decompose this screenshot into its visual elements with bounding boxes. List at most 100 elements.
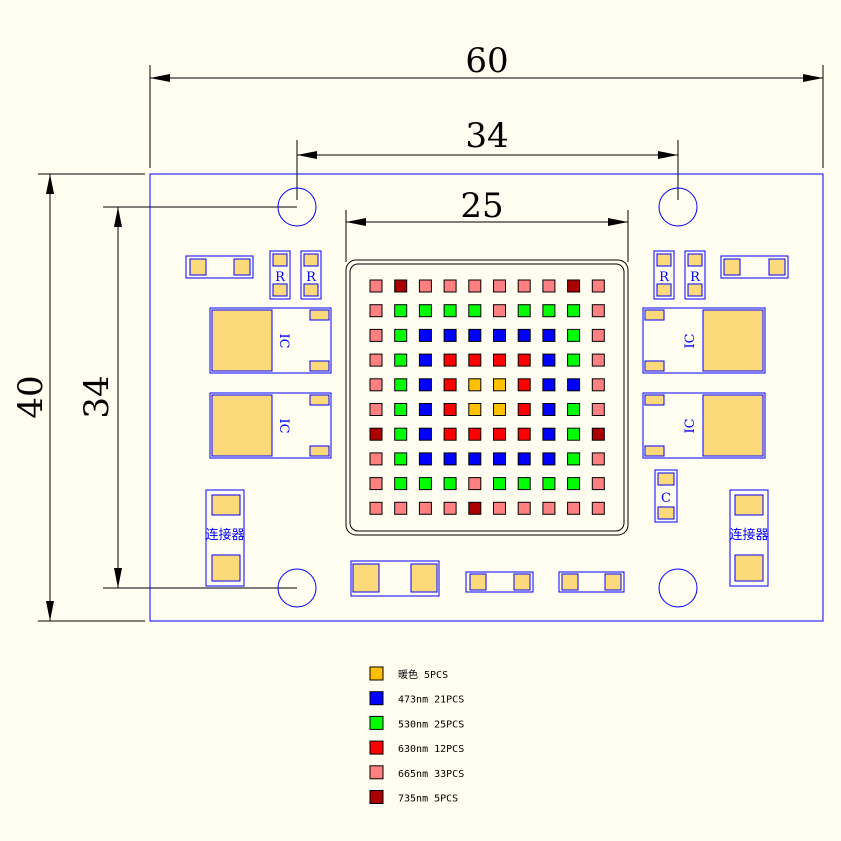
dimension-label: 60 (465, 41, 508, 81)
led (493, 477, 506, 491)
led (369, 279, 383, 293)
connector-label: 连接器 (729, 527, 768, 543)
board-outline (149, 173, 824, 622)
led (418, 427, 432, 441)
led (369, 328, 383, 342)
led (443, 501, 457, 515)
led (394, 501, 408, 515)
led (493, 353, 506, 367)
legend-swatch (369, 715, 384, 730)
led (394, 477, 408, 491)
led (542, 477, 556, 491)
dimension-label: 34 (465, 116, 508, 156)
led (591, 452, 605, 466)
led (468, 279, 482, 293)
resistor-3: R (653, 250, 675, 300)
led (468, 501, 482, 515)
led (542, 304, 556, 318)
led (369, 403, 383, 416)
pad-part-top-right (720, 255, 789, 279)
led (591, 353, 605, 367)
led (418, 403, 432, 416)
led (591, 427, 605, 441)
led (542, 328, 556, 342)
capacitor: C (654, 469, 678, 523)
led (468, 477, 482, 491)
led (493, 328, 506, 342)
ic-label: IC (683, 418, 698, 433)
led (394, 427, 408, 441)
led (418, 452, 432, 466)
resistor-1: R (269, 250, 291, 300)
led (418, 304, 432, 318)
ic-3: IC (642, 307, 766, 374)
led (369, 304, 383, 318)
resistor-2: R (300, 250, 322, 300)
led-frame (345, 259, 629, 536)
led-frame-inner (349, 263, 625, 532)
connector-right: 连接器 (729, 489, 769, 587)
led (591, 403, 605, 416)
dimension-overall-width: 60 (149, 41, 824, 168)
led (567, 328, 581, 342)
legend-swatch (369, 666, 384, 681)
led (443, 353, 457, 367)
led (418, 328, 432, 342)
led (394, 279, 408, 293)
pad-part-top-left (185, 255, 254, 279)
dimension-label: 34 (77, 375, 117, 418)
led (493, 279, 506, 293)
ic-label: IC (683, 333, 698, 348)
led (517, 353, 531, 367)
legend-swatch (369, 691, 384, 706)
led (394, 353, 408, 367)
led (567, 477, 581, 491)
led (517, 378, 531, 392)
ic-4: IC (642, 392, 766, 459)
legend-label: 665nm 33PCS (398, 769, 464, 780)
led (542, 279, 556, 293)
led (591, 378, 605, 392)
resistor-4: R (684, 250, 706, 300)
led (443, 477, 457, 491)
led (567, 378, 581, 392)
led (517, 328, 531, 342)
led (394, 403, 408, 416)
led (418, 279, 432, 293)
legend-label: 暖色 5PCS (398, 668, 448, 681)
led (394, 378, 408, 392)
led (468, 328, 482, 342)
led (542, 403, 556, 416)
led (517, 427, 531, 441)
led (418, 477, 432, 491)
led (542, 378, 556, 392)
led (591, 477, 605, 491)
legend-label: 735nm 5PCS (398, 794, 458, 805)
resistor-label: R (306, 270, 317, 285)
led (493, 501, 506, 515)
led (493, 378, 506, 392)
connector-left: 连接器 (205, 489, 245, 587)
led (418, 501, 432, 515)
led (517, 452, 531, 466)
led (394, 452, 408, 466)
led (567, 353, 581, 367)
legend-label: 530nm 25PCS (398, 719, 464, 730)
led (591, 279, 605, 293)
led (468, 353, 482, 367)
led (567, 304, 581, 318)
led (517, 403, 531, 416)
ic-label: IC (276, 333, 291, 348)
legend-label: 630nm 12PCS (398, 744, 464, 755)
pad-part-bottom-mid-left (465, 571, 534, 593)
led (517, 501, 531, 515)
dimension-label: 40 (11, 375, 51, 418)
led (418, 378, 432, 392)
led (493, 427, 506, 441)
dimension-overall-height: 40 (11, 173, 145, 622)
led (567, 427, 581, 441)
legend-swatch (369, 740, 384, 755)
dimension-hole-spacing-x: 34 (296, 116, 679, 200)
